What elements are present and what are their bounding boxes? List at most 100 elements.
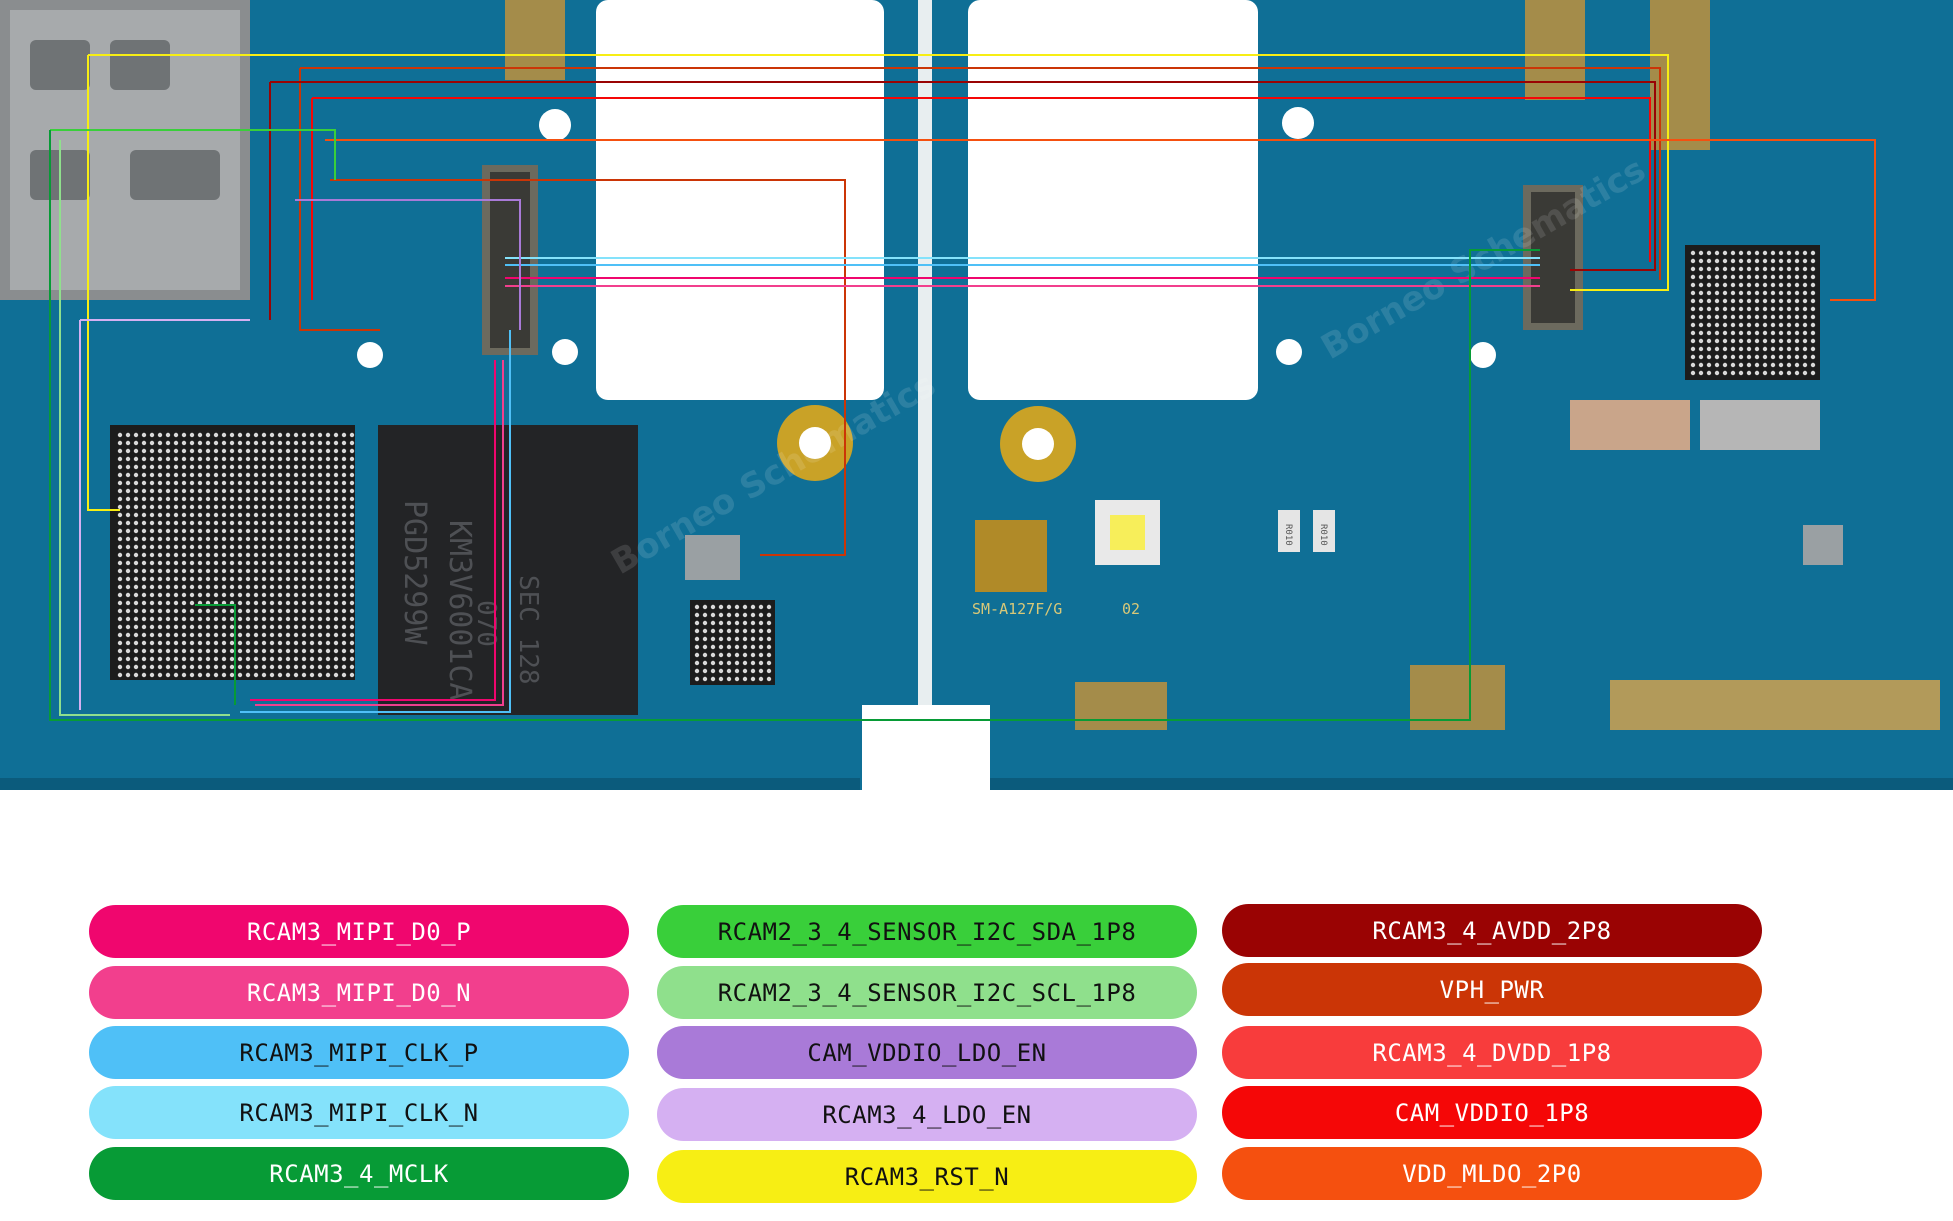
bga-ball bbox=[317, 656, 323, 662]
bga-ball bbox=[1714, 274, 1720, 280]
bga-ball bbox=[125, 528, 131, 534]
bga-ball bbox=[117, 616, 123, 622]
bga-ball bbox=[221, 480, 227, 486]
bga-ball bbox=[165, 648, 171, 654]
bga-ball bbox=[269, 536, 275, 542]
legend-item-vdd-mldo-2p0: VDD_MLDO_2P0 bbox=[1222, 1147, 1762, 1200]
legend-item-i2c-sda: RCAM2_3_4_SENSOR_I2C_SDA_1P8 bbox=[657, 905, 1197, 958]
bga-ball bbox=[285, 496, 291, 502]
bga-ball bbox=[1810, 354, 1816, 360]
bga-ball bbox=[718, 652, 724, 658]
bga-ball bbox=[694, 604, 700, 610]
bga-ball bbox=[349, 504, 355, 510]
bga-ball bbox=[325, 464, 331, 470]
bga-ball bbox=[1722, 354, 1728, 360]
bga-ball bbox=[702, 676, 708, 682]
bga-ball bbox=[277, 528, 283, 534]
bga-ball bbox=[1738, 266, 1744, 272]
bga-ball bbox=[285, 552, 291, 558]
bga-ball bbox=[245, 640, 251, 646]
bga-ball bbox=[173, 520, 179, 526]
bga-ball bbox=[165, 520, 171, 526]
bga-ball bbox=[325, 656, 331, 662]
bga-ball bbox=[181, 504, 187, 510]
bga-ball bbox=[205, 664, 211, 670]
bga-ball bbox=[1810, 314, 1816, 320]
bga-ball bbox=[181, 432, 187, 438]
bga-ball bbox=[205, 504, 211, 510]
bga-ball bbox=[261, 568, 267, 574]
bga-ball bbox=[285, 600, 291, 606]
bga-ball bbox=[1722, 346, 1728, 352]
bga-ball bbox=[277, 640, 283, 646]
bga-ball bbox=[1754, 282, 1760, 288]
bga-ball bbox=[181, 672, 187, 678]
bga-ball bbox=[341, 600, 347, 606]
bga-ball bbox=[253, 624, 259, 630]
bga-ball bbox=[277, 600, 283, 606]
bga-ball bbox=[141, 504, 147, 510]
bga-ball bbox=[1730, 258, 1736, 264]
bga-ball bbox=[205, 440, 211, 446]
bga-ball bbox=[702, 620, 708, 626]
bga-ball bbox=[205, 520, 211, 526]
bga-ball bbox=[1722, 370, 1728, 376]
bga-ball bbox=[125, 656, 131, 662]
bga-ball bbox=[197, 640, 203, 646]
bga-ball bbox=[1770, 266, 1776, 272]
bga-ball bbox=[293, 584, 299, 590]
bga-ball bbox=[189, 560, 195, 566]
bga-ball bbox=[1770, 274, 1776, 280]
bga-ball bbox=[237, 608, 243, 614]
bga-ball bbox=[758, 652, 764, 658]
bga-ball bbox=[742, 636, 748, 642]
bga-ball bbox=[149, 464, 155, 470]
bga-ball bbox=[253, 560, 259, 566]
bga-ball bbox=[181, 472, 187, 478]
bga-ball bbox=[213, 536, 219, 542]
bga-ball bbox=[149, 472, 155, 478]
bga-ball bbox=[1698, 290, 1704, 296]
bga-ball bbox=[221, 504, 227, 510]
bga-ball bbox=[189, 440, 195, 446]
bga-ball bbox=[341, 552, 347, 558]
bga-ball bbox=[1746, 330, 1752, 336]
bga-ball bbox=[213, 552, 219, 558]
bga-ball bbox=[213, 432, 219, 438]
bga-ball bbox=[1722, 258, 1728, 264]
bga-ball bbox=[149, 632, 155, 638]
bga-ball bbox=[117, 624, 123, 630]
bga-ball bbox=[237, 616, 243, 622]
bga-ball bbox=[293, 640, 299, 646]
bga-ball bbox=[1698, 282, 1704, 288]
bga-ball bbox=[197, 592, 203, 598]
flash-led bbox=[1095, 500, 1160, 565]
bga-ball bbox=[333, 576, 339, 582]
bga-ball bbox=[341, 496, 347, 502]
bga-ball bbox=[181, 600, 187, 606]
bga-ball bbox=[133, 472, 139, 478]
bga-ball bbox=[277, 520, 283, 526]
bga-ball bbox=[245, 648, 251, 654]
bga-ball bbox=[237, 576, 243, 582]
bga-ball bbox=[341, 648, 347, 654]
bga-ball bbox=[221, 608, 227, 614]
bga-ball bbox=[237, 664, 243, 670]
bga-ball bbox=[237, 440, 243, 446]
bga-ball bbox=[1794, 338, 1800, 344]
bga-ball bbox=[149, 528, 155, 534]
bga-ball bbox=[1738, 338, 1744, 344]
bga-ball bbox=[317, 448, 323, 454]
bga-ball bbox=[157, 616, 163, 622]
bga-ball bbox=[269, 648, 275, 654]
bga-ball bbox=[301, 456, 307, 462]
bga-ball bbox=[317, 664, 323, 670]
bga-ball bbox=[141, 496, 147, 502]
bga-ball bbox=[309, 448, 315, 454]
bga-ball bbox=[117, 448, 123, 454]
bga-ball bbox=[317, 456, 323, 462]
bga-ball bbox=[766, 668, 772, 674]
bga-ball bbox=[269, 552, 275, 558]
bga-ball bbox=[133, 536, 139, 542]
bga-ball bbox=[165, 632, 171, 638]
